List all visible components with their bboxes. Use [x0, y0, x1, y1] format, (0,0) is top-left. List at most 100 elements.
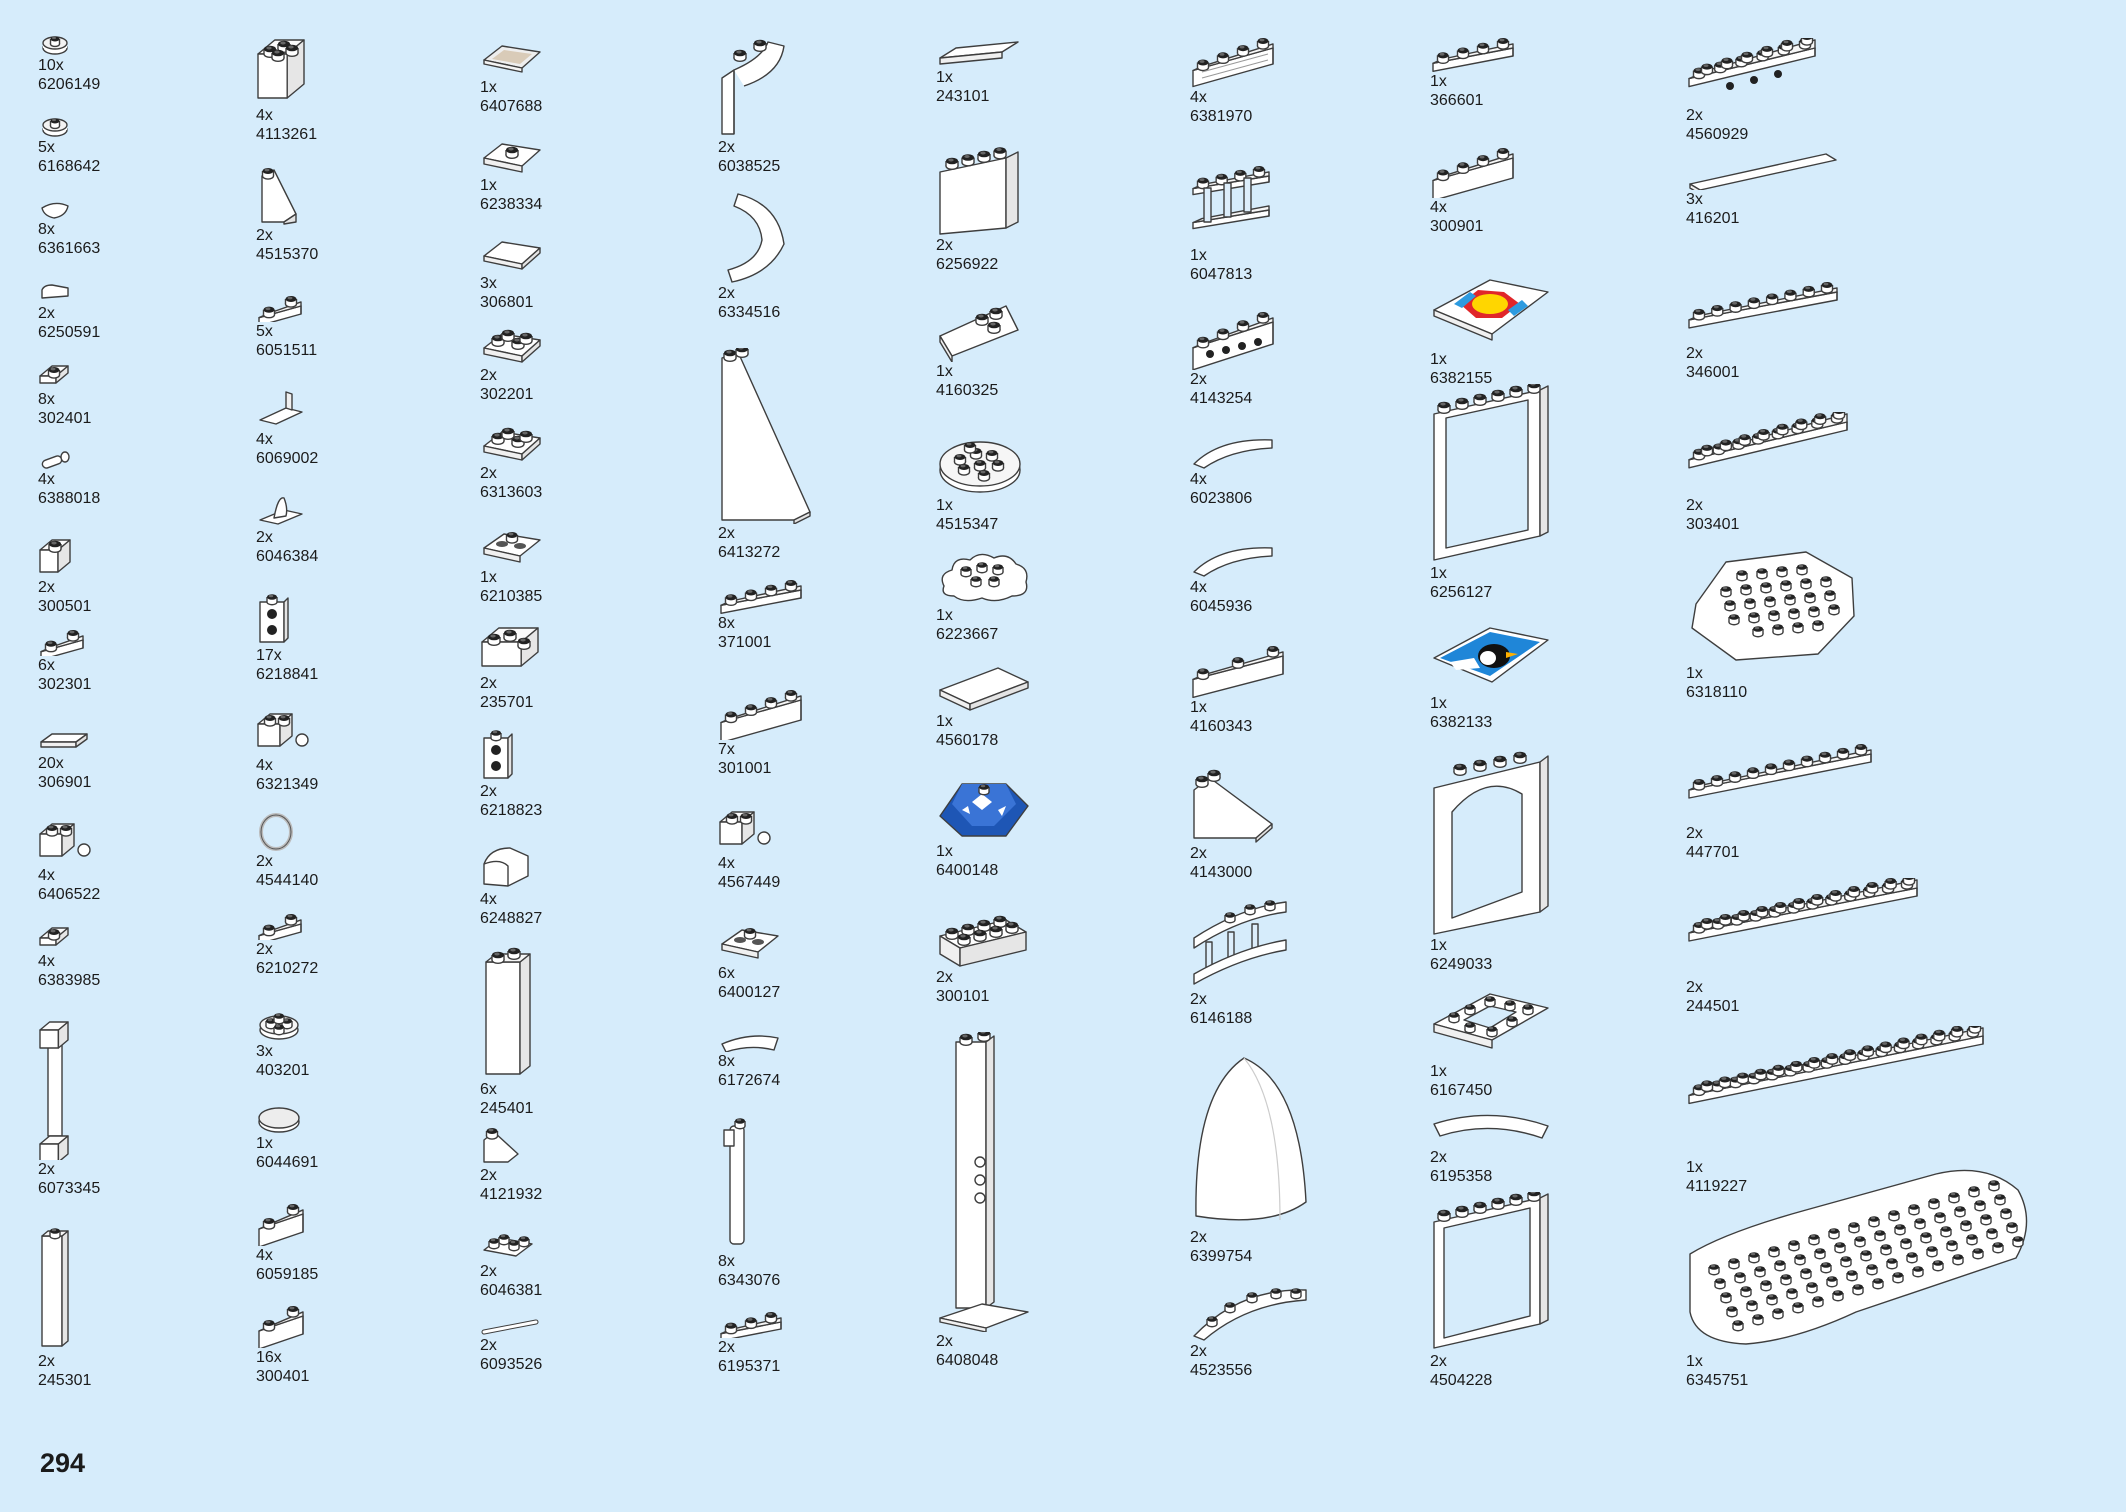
part-quantity: 1x — [480, 177, 497, 194]
part-element-id: 4515370 — [256, 246, 319, 263]
part-element-id: 6195371 — [718, 1358, 781, 1375]
part-element-id: 6407688 — [480, 98, 543, 115]
part-image — [1193, 439, 1273, 469]
part-quantity: 1x — [1686, 665, 1703, 682]
part-image — [939, 667, 1029, 711]
part-image — [40, 733, 88, 748]
part-quantity: 1x — [936, 713, 953, 730]
part-element-id: 235701 — [480, 694, 534, 711]
part-element-id: 4504228 — [1430, 1372, 1493, 1389]
part-image — [483, 45, 541, 73]
part-element-id: 6093526 — [480, 1356, 543, 1373]
part-quantity: 4x — [38, 471, 55, 488]
part-quantity: 2x — [1430, 1149, 1447, 1166]
part-image — [1192, 646, 1284, 698]
part-element-id: 6318110 — [1686, 684, 1748, 701]
part-quantity: 2x — [1190, 371, 1207, 388]
part-element-id: 6172674 — [718, 1072, 781, 1089]
part-element-id: 243101 — [936, 88, 990, 105]
part-quantity: 3x — [480, 275, 497, 292]
part-quantity: 1x — [1430, 695, 1447, 712]
part-element-id: 6218823 — [480, 802, 543, 819]
part-image — [41, 1228, 69, 1347]
part-element-id: 6210385 — [480, 588, 543, 605]
part-quantity: 17x — [256, 647, 282, 664]
part-element-id: 6400127 — [718, 984, 781, 1001]
part-quantity: 1x — [256, 1135, 273, 1152]
part-quantity: 3x — [256, 1043, 273, 1060]
part-quantity: 4x — [1190, 89, 1207, 106]
part-element-id: 302201 — [480, 386, 534, 403]
part-quantity: 1x — [936, 607, 953, 624]
part-quantity: 6x — [718, 965, 735, 982]
part-quantity: 2x — [38, 579, 55, 596]
part-element-id: 302301 — [38, 676, 92, 693]
part-image — [1193, 1288, 1307, 1341]
part-image — [727, 193, 785, 283]
part-element-id: 6388018 — [38, 490, 101, 507]
part-element-id: 306901 — [38, 774, 92, 791]
part-element-id: 4160343 — [1190, 718, 1253, 735]
part-image — [481, 627, 539, 667]
part-quantity: 2x — [480, 675, 497, 692]
part-image — [939, 915, 1027, 967]
part-image — [721, 1035, 779, 1052]
part-quantity: 2x — [936, 1333, 953, 1350]
part-element-id: 346001 — [1686, 364, 1740, 381]
part-element-id: 6343076 — [718, 1272, 781, 1289]
part-element-id: 300401 — [256, 1368, 310, 1385]
part-quantity: 2x — [1190, 845, 1207, 862]
part-element-id: 371001 — [718, 634, 772, 651]
part-quantity: 1x — [936, 843, 953, 860]
part-image — [257, 39, 305, 99]
part-image — [1433, 384, 1549, 561]
part-element-id: 4121932 — [480, 1186, 543, 1203]
part-image — [258, 1107, 300, 1133]
part-element-id: 6408048 — [936, 1352, 999, 1369]
part-image — [41, 284, 69, 299]
part-quantity: 4x — [256, 107, 273, 124]
part-image — [39, 927, 69, 946]
part-element-id: 6046381 — [480, 1282, 543, 1299]
part-element-id: 447701 — [1686, 844, 1740, 861]
part-quantity: 1x — [936, 363, 953, 380]
part-quantity: 1x — [1430, 565, 1447, 582]
part-entry: 2x 6408048 — [936, 1032, 1032, 1370]
part-quantity: 1x — [1190, 247, 1207, 264]
part-quantity: 2x — [1430, 1353, 1447, 1370]
part-element-id: 4560178 — [936, 732, 999, 749]
part-image — [41, 202, 69, 219]
part-image — [1432, 38, 1514, 72]
part-quantity: 10x — [38, 57, 64, 74]
part-image — [939, 1032, 1029, 1332]
part-quantity: 4x — [718, 855, 735, 872]
part-element-id: 6249033 — [1430, 956, 1493, 973]
part-image — [1689, 153, 1837, 190]
part-element-id: 6383985 — [38, 972, 101, 989]
part-element-id: 6313603 — [480, 484, 543, 501]
part-image — [483, 1127, 519, 1163]
